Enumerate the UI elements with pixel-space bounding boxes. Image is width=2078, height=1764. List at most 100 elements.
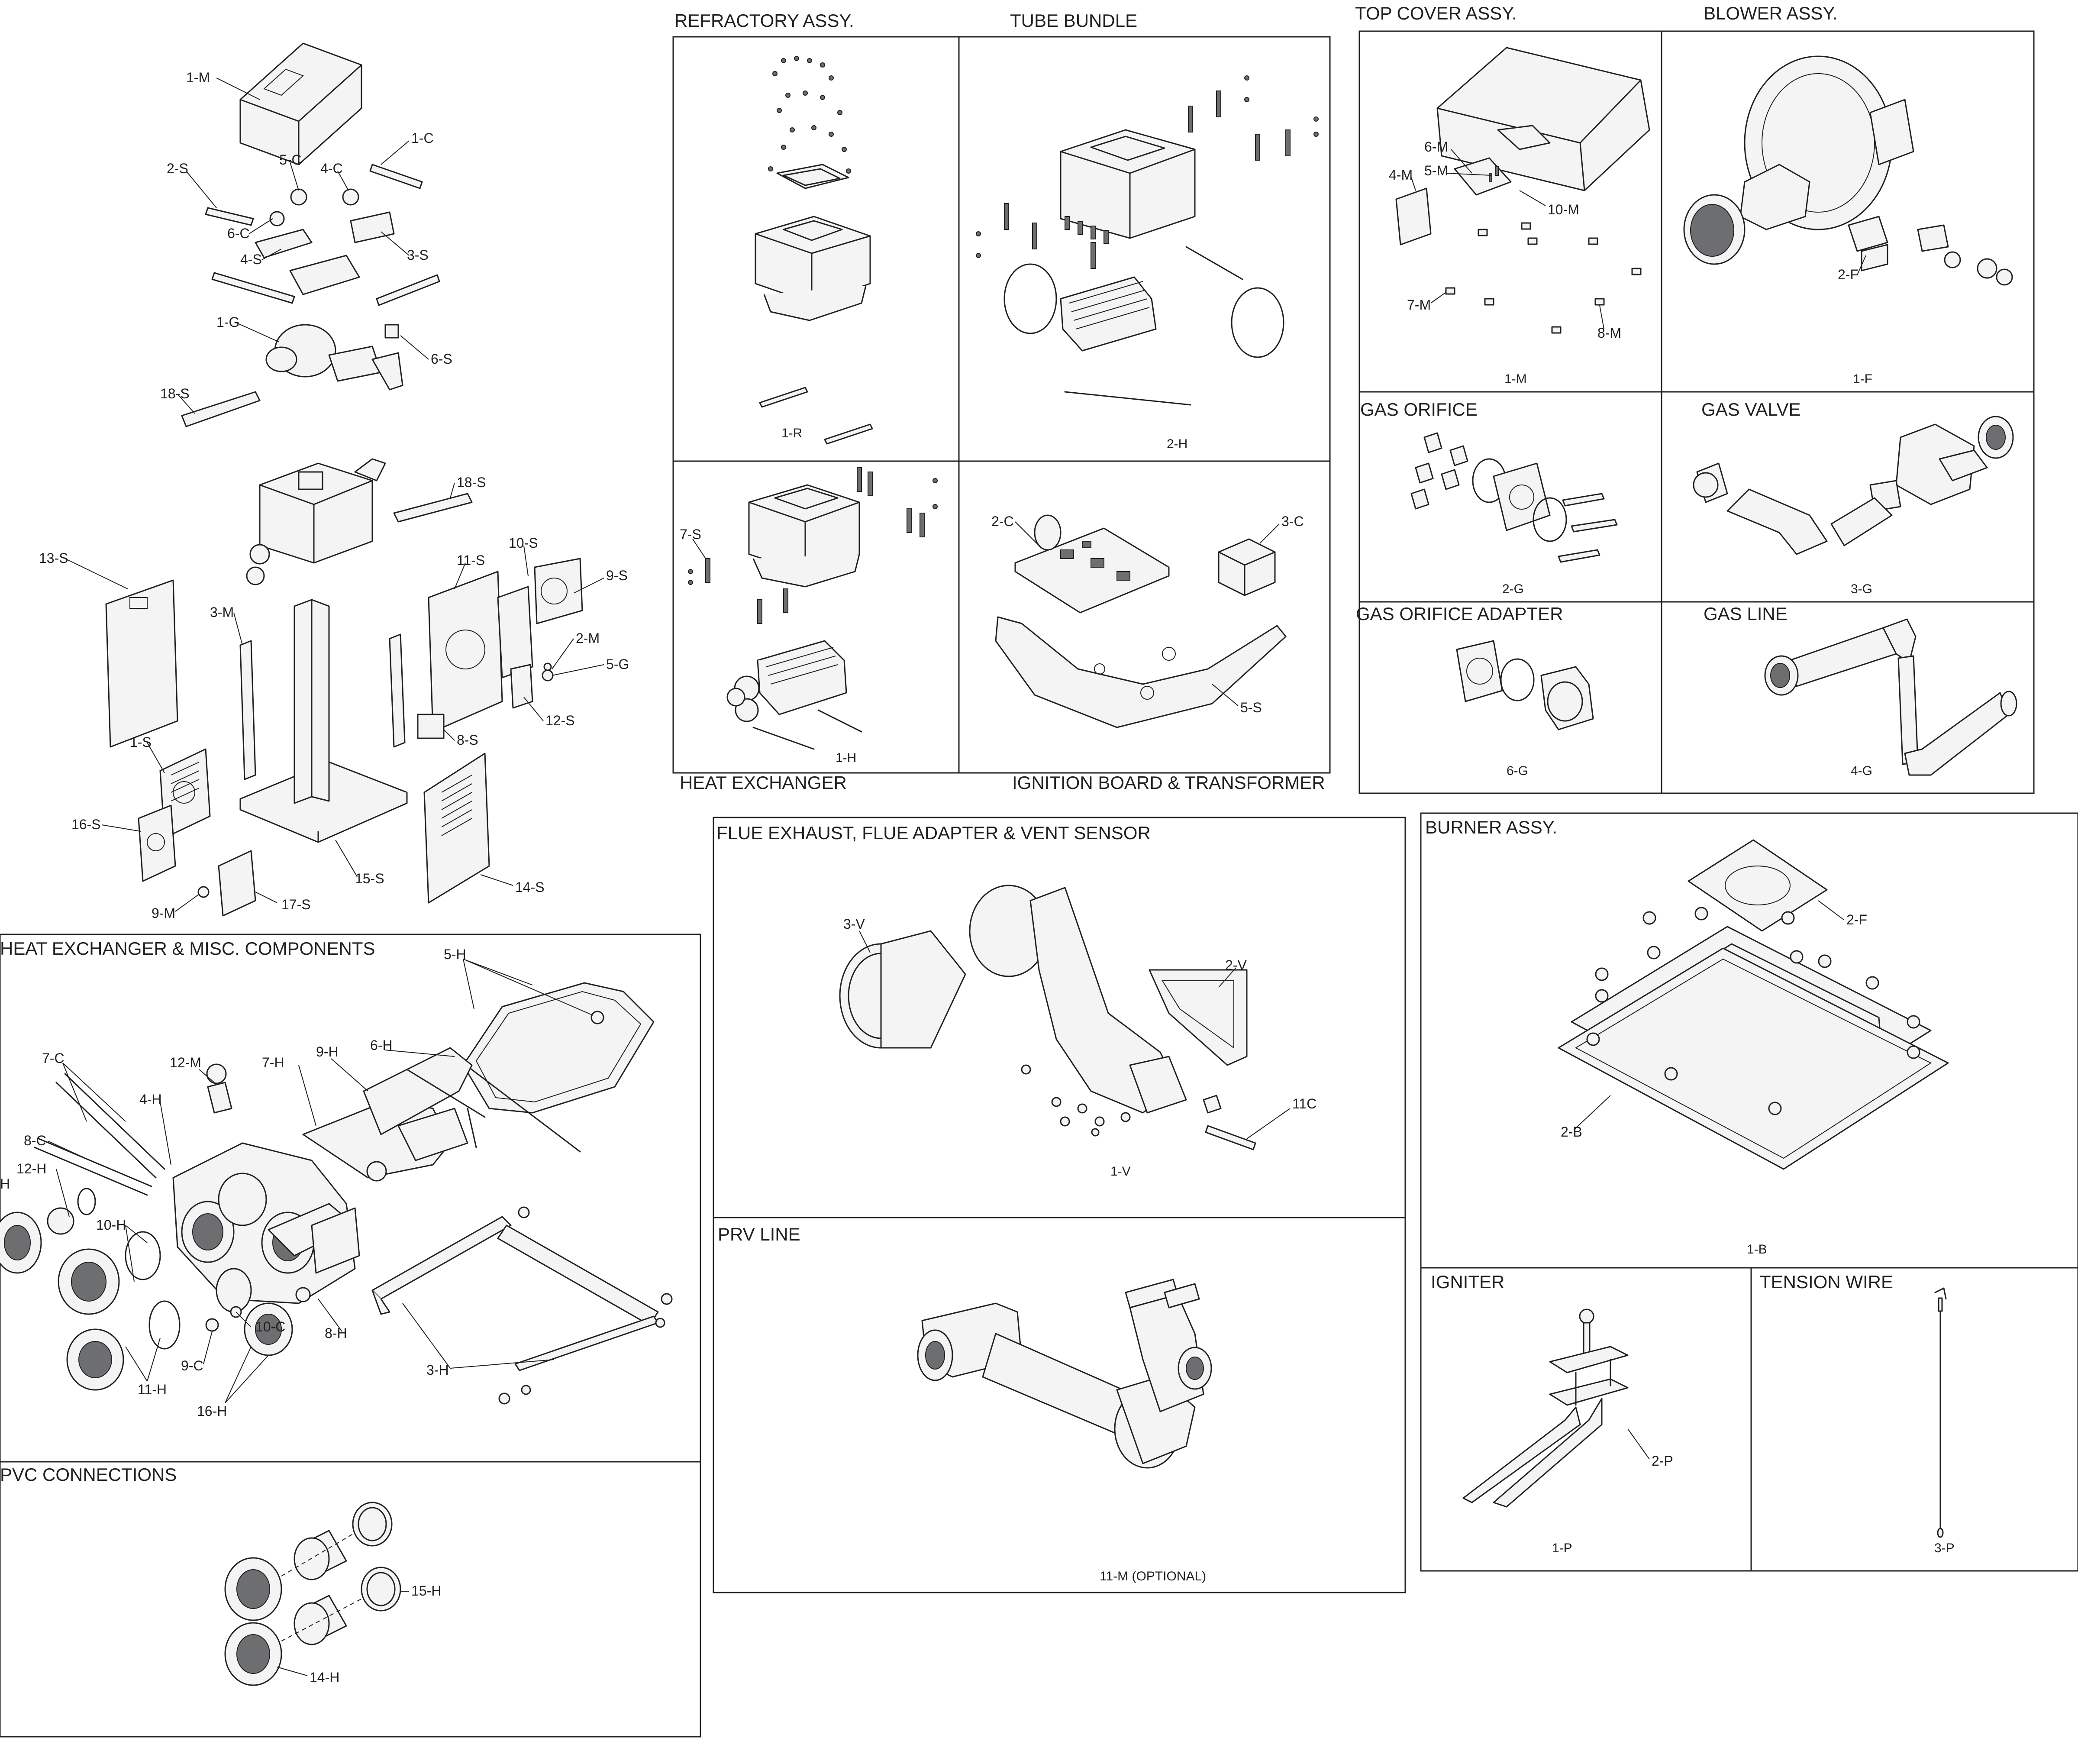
heat-exchanger-part	[688, 467, 938, 750]
callout-label: 4-S	[240, 252, 262, 267]
panel-title-top-cover: TOP COVER ASSY.	[1355, 3, 1517, 23]
callout-label: 2-F	[1846, 912, 1867, 927]
gas-orifice-adapter-part	[1456, 640, 1594, 730]
callout-label: 18-S	[457, 475, 486, 490]
panel-sub-gas-valve: 3-G	[1851, 582, 1872, 596]
callout-label: 9-M	[152, 905, 175, 921]
callout-label: 12-H	[16, 1161, 46, 1176]
group-flue-prv: FLUE EXHAUST, FLUE ADAPTER & VENT SENSOR…	[713, 817, 1406, 1593]
group-burner: BURNER ASSY. IGNITER TENSION WIRE	[1420, 812, 2078, 1572]
callout-label: 12-S	[545, 713, 575, 728]
panel-sub-top-cover: 1-M	[1504, 372, 1527, 386]
panel-sub-refractory: 1-R	[781, 426, 802, 440]
group-refractory-tube-hx-ignition: REFRACTORY ASSY. TUBE BUNDLE HEAT EXCHAN…	[672, 10, 1331, 793]
pvc-part	[224, 1502, 401, 1686]
chamber-part	[246, 458, 386, 585]
gas-valve-part	[1693, 416, 2014, 555]
callout-label: 11-S	[457, 552, 485, 568]
callout-label: 1-S	[130, 734, 152, 750]
panel-sub-flue: 1-V	[1110, 1164, 1131, 1179]
hx-misc-part	[0, 982, 673, 1405]
panel-sub-gas-orifice-adapter: 6-G	[1507, 764, 1528, 778]
callout-label: 7-S	[680, 527, 701, 542]
refractory-part	[755, 56, 873, 445]
tube-bundle-part	[976, 75, 1319, 406]
callout-label: 3-M	[210, 604, 234, 620]
group-hx-misc: HEAT EXCHANGER & MISC. COMPONENTS	[0, 934, 701, 1463]
callout-label: 8-H	[325, 1325, 347, 1341]
callout-label: 4-H	[139, 1092, 162, 1107]
callout-label: 10-M	[1548, 202, 1579, 217]
callout-label: 14-S	[515, 879, 545, 895]
callout-label: 7-H	[262, 1055, 284, 1070]
callout-label: 18-S	[160, 386, 190, 401]
panel-title-hx-misc: HEAT EXCHANGER & MISC. COMPONENTS	[0, 938, 375, 959]
callout-label: 10-H	[96, 1217, 126, 1233]
panel-title-gas-line: GAS LINE	[1704, 604, 1788, 624]
callout-label: 15-S	[355, 871, 384, 886]
callout-label: 11C	[1292, 1096, 1316, 1111]
callout-label: 1-M	[186, 70, 210, 85]
callout-label: 2-C	[991, 514, 1014, 529]
panel-title-burner: BURNER ASSY.	[1425, 817, 1557, 837]
panel-title-refractory: REFRACTORY ASSY.	[674, 10, 854, 31]
gas-line-part	[1764, 618, 2017, 776]
callout-label: 6-C	[227, 226, 250, 241]
callout-label: 2-S	[167, 161, 188, 176]
burner-part	[1558, 839, 1949, 1170]
callout-label: 5-H	[444, 947, 466, 962]
callout-label: 4-M	[1389, 167, 1413, 183]
panel-title-heat-exchanger: HEAT EXCHANGER	[680, 772, 847, 793]
callout-label: 9-S	[606, 568, 628, 583]
callout-label: 10-C	[255, 1319, 285, 1334]
callout-label: 10-S	[509, 535, 538, 551]
prv-part	[917, 1279, 1212, 1469]
base-frame-part	[239, 599, 408, 843]
callout-label: 7-C	[42, 1050, 65, 1066]
callout-label: 5-S	[1240, 700, 1262, 715]
top-cover-part	[239, 42, 362, 165]
callout-label: 13-S	[39, 550, 68, 566]
callout-label: 6-M	[1424, 139, 1448, 155]
callout-label: 2-P	[1652, 1453, 1673, 1469]
ignition-board-part	[995, 514, 1287, 728]
callout-label: 1-G	[216, 314, 239, 330]
callout-label: 2-B	[1561, 1124, 1582, 1140]
callout-label: 9-C	[181, 1358, 203, 1373]
callout-label: 16-H	[197, 1403, 227, 1419]
callout-label: 8-M	[1597, 325, 1621, 341]
group-gas-components: TOP COVER ASSY. BLOWER ASSY. GAS ORIFICE…	[1355, 3, 2035, 794]
tension-wire-part	[1934, 1287, 1947, 1538]
callout-label: 2-M	[576, 630, 600, 646]
callout-label: 15-H	[411, 1583, 441, 1599]
callout-label: 16-S	[71, 817, 101, 832]
callout-label: 14-H	[310, 1670, 339, 1685]
panel-title-blower: BLOWER ASSY.	[1704, 3, 1838, 23]
callout-label: 12-M	[170, 1055, 201, 1070]
callout-label: 5-C	[279, 152, 302, 168]
callout-label: 2-F	[1838, 267, 1859, 282]
callout-label: 6-H	[370, 1037, 393, 1053]
panel-title-pvc: PVC CONNECTIONS	[0, 1464, 177, 1485]
callout-label: 2-V	[1225, 957, 1247, 973]
callout-label: 7-M	[1407, 297, 1431, 313]
panel-title-flue: FLUE EXHAUST, FLUE ADAPTER & VENT SENSOR	[716, 823, 1151, 843]
callout-label: H	[0, 1176, 10, 1192]
callout-label: 3-H	[426, 1362, 449, 1378]
callout-label: 17-S	[281, 897, 311, 912]
panel-title-gas-valve: GAS VALVE	[1701, 399, 1801, 420]
panel-sub-heat-exchanger: 1-H	[836, 751, 856, 765]
gas-orifice-part	[1410, 432, 1618, 563]
group-pvc: PVC CONNECTIONS 15-H 14-H	[0, 1461, 701, 1738]
panel-sub-gas-orifice: 2-G	[1502, 582, 1524, 596]
callout-label: 4-C	[320, 161, 343, 176]
top-cover-assy-part	[1395, 47, 1650, 334]
callout-label: 8-C	[24, 1133, 46, 1148]
flue-part	[839, 885, 1256, 1150]
panel-title-tube-bundle: TUBE BUNDLE	[1010, 10, 1137, 31]
panel-sub-blower: 1-F	[1853, 372, 1872, 386]
panel-title-ignition: IGNITION BOARD & TRANSFORMER	[1012, 772, 1325, 793]
callout-label: 11-H	[138, 1382, 167, 1397]
callout-label: 5-M	[1424, 163, 1448, 178]
